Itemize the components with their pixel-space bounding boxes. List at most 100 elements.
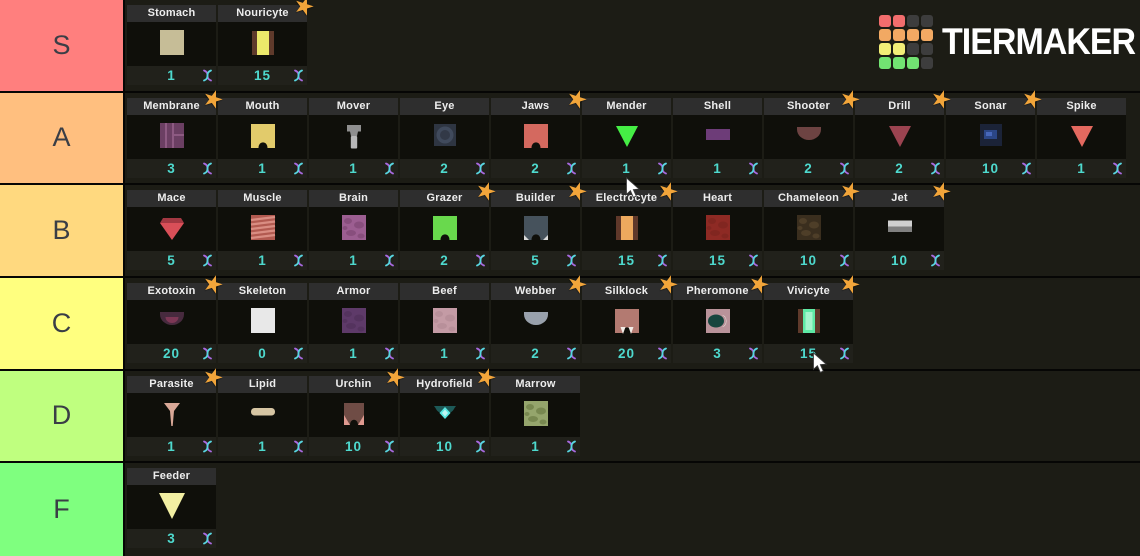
item-footer: 2 bbox=[855, 158, 944, 178]
tier-label-A[interactable]: A bbox=[0, 92, 125, 184]
logo-grid-cell bbox=[893, 15, 905, 27]
mouse-cursor-icon bbox=[812, 351, 829, 374]
logo-grid-cell bbox=[893, 43, 905, 55]
item-count: 5 bbox=[167, 253, 176, 269]
muscle-icon bbox=[218, 207, 307, 251]
tier-label-D[interactable]: D bbox=[0, 370, 125, 462]
item-label: Electrocyte bbox=[582, 190, 671, 208]
item-count: 15 bbox=[708, 253, 727, 269]
eye-icon bbox=[400, 115, 489, 159]
parasite-icon bbox=[127, 393, 216, 437]
dna-icon bbox=[929, 162, 942, 175]
item-footer: 15 bbox=[218, 66, 307, 85]
item-footer: 15 bbox=[673, 251, 762, 271]
tier-label-C[interactable]: C bbox=[0, 277, 125, 369]
item-footer: 1 bbox=[1037, 158, 1126, 178]
urchin-icon bbox=[309, 393, 398, 437]
item-footer: 1 bbox=[400, 343, 489, 363]
item-count: 1 bbox=[531, 438, 540, 454]
logo-grid-cell bbox=[879, 57, 891, 69]
item-count: 2 bbox=[804, 160, 813, 176]
dna-icon bbox=[201, 347, 214, 360]
item-count: 1 bbox=[349, 345, 358, 361]
item-label: Builder bbox=[491, 190, 580, 208]
item-label: Sonar bbox=[946, 97, 1035, 115]
item-footer: 20 bbox=[127, 343, 216, 363]
dna-icon bbox=[565, 162, 578, 175]
item-footer: 2 bbox=[491, 343, 580, 363]
dna-icon bbox=[565, 440, 578, 453]
item-footer: 20 bbox=[582, 343, 671, 363]
dna-icon bbox=[201, 254, 214, 267]
heart-icon bbox=[673, 207, 762, 251]
item-footer: 0 bbox=[218, 343, 307, 363]
item-count: 10 bbox=[890, 253, 909, 269]
item-footer: 1 bbox=[309, 251, 398, 271]
item-label: Beef bbox=[400, 282, 489, 300]
item-count: 15 bbox=[617, 253, 636, 269]
item-count: 0 bbox=[258, 345, 267, 361]
item-footer: 3 bbox=[673, 343, 762, 363]
star-badge-icon: ★ bbox=[926, 175, 956, 209]
tier-label-B[interactable]: B bbox=[0, 185, 125, 276]
item-label: Urchin bbox=[309, 375, 398, 393]
tiermaker-logo-text: TIERMAKER bbox=[942, 20, 1136, 62]
tiermaker-logo[interactable]: TIERMAKER bbox=[879, 15, 1136, 69]
logo-grid-cell bbox=[921, 57, 933, 69]
item-footer: 3 bbox=[127, 529, 216, 549]
item-label: Exotoxin bbox=[127, 282, 216, 300]
dna-icon bbox=[656, 254, 669, 267]
tiermaker-logo-grid-icon bbox=[879, 15, 933, 69]
item-label: Hydrofield bbox=[400, 375, 489, 393]
logo-grid-cell bbox=[879, 29, 891, 41]
dna-icon bbox=[747, 347, 760, 360]
tier-label-F[interactable]: F bbox=[0, 463, 125, 556]
item-label: Parasite bbox=[127, 375, 216, 393]
item-footer: 1 bbox=[218, 251, 307, 271]
tier-label-S[interactable]: S bbox=[0, 0, 125, 91]
item-footer: 10 bbox=[764, 251, 853, 271]
shell-icon bbox=[673, 115, 762, 159]
dna-icon bbox=[383, 162, 396, 175]
item-beef[interactable]: Beef 1 bbox=[400, 282, 489, 363]
